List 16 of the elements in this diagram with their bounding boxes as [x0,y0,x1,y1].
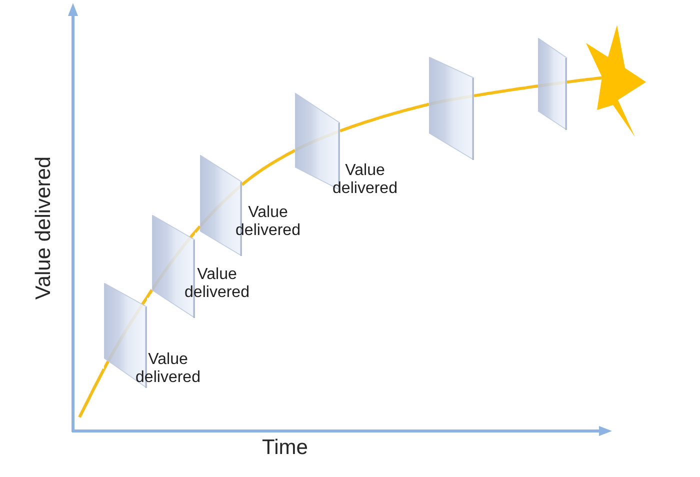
star [585,23,648,139]
glass-panel [429,57,474,160]
panel-caption: Value delivered [234,204,302,240]
x-axis-title: Time [262,436,308,460]
curve-line [146,289,154,298]
panel-caption: Value delivered [332,162,398,198]
panel-caption: Value delivered [184,266,250,302]
curve-line [474,84,538,98]
y-axis-title: Value delivered [32,156,56,300]
curve-line [339,102,430,132]
curve-line [194,225,202,234]
panel-caption: Value delivered [134,351,202,387]
glass-panel [538,38,567,130]
curve-line [78,368,106,418]
curve-line [241,148,296,186]
curve-line [566,78,586,84]
